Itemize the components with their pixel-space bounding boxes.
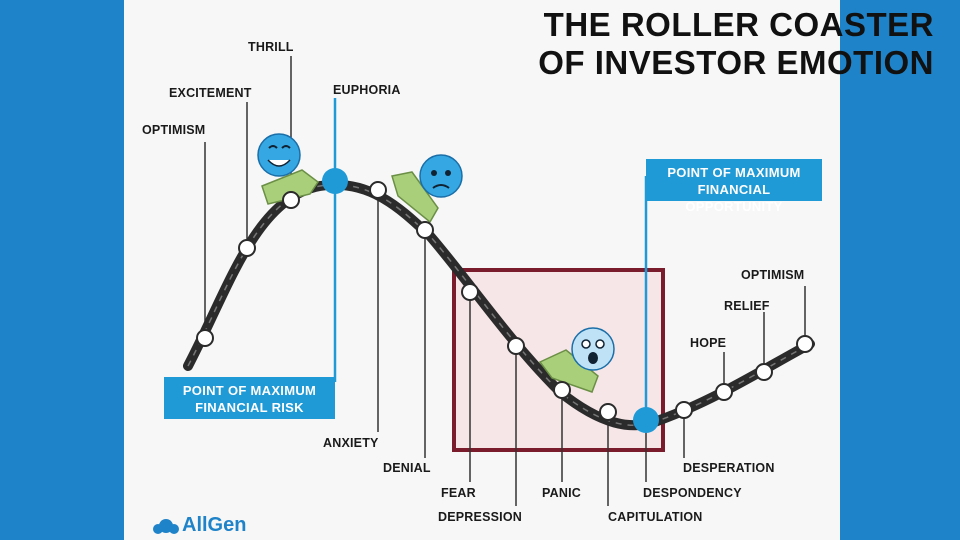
worried-face-icon: [419, 154, 463, 198]
label-denial: DENIAL: [383, 461, 431, 475]
scared-face-icon: [571, 327, 615, 371]
point-anxiety: [369, 181, 387, 199]
label-despondency: DESPONDENCY: [643, 486, 742, 500]
title-line-2: OF INVESTOR EMOTION: [538, 44, 934, 81]
label-panic: PANIC: [542, 486, 581, 500]
callout-max-risk-line-2: FINANCIAL RISK: [195, 400, 304, 415]
point-excitement: [238, 239, 256, 257]
point-desperation: [675, 401, 693, 419]
callout-max-opportunity: POINT OF MAXIMUM FINANCIAL OPPORTUNITY: [646, 159, 822, 214]
point-capitulation: [599, 403, 617, 421]
point-thrill: [282, 191, 300, 209]
label-excitement: EXCITEMENT: [169, 86, 252, 100]
point-optimism-end: [796, 335, 814, 353]
label-desperation: DESPERATION: [683, 461, 775, 475]
emotion-points: [196, 181, 814, 421]
point-despondency: [633, 407, 659, 433]
point-fear: [461, 283, 479, 301]
label-anxiety: ANXIETY: [323, 436, 379, 450]
label-thrill: THRILL: [248, 40, 294, 54]
label-capitulation: CAPITULATION: [608, 510, 703, 524]
coaster-car-panic: [538, 327, 615, 393]
point-optimism-start: [196, 329, 214, 347]
point-euphoria: [322, 168, 348, 194]
label-euphoria: EUPHORIA: [333, 83, 401, 97]
label-hope: HOPE: [690, 336, 727, 350]
title-line-1: THE ROLLER COASTER: [543, 6, 934, 43]
coaster-car-thrill: [257, 133, 320, 205]
label-fear: FEAR: [441, 486, 476, 500]
callout-max-risk-line-1: POINT OF MAXIMUM: [182, 383, 317, 398]
point-denial: [416, 221, 434, 239]
diagram-title: THE ROLLER COASTER OF INVESTOR EMOTION: [538, 6, 934, 82]
allgen-logo-text: AllGen: [182, 514, 247, 536]
callout-max-opportunity-line-2: FINANCIAL OPPORTUNITY: [685, 182, 783, 214]
label-relief: RELIEF: [724, 299, 770, 313]
point-relief: [755, 363, 773, 381]
point-panic: [553, 381, 571, 399]
callout-max-opportunity-line-1: POINT OF MAXIMUM: [667, 165, 801, 180]
happy-face-icon: [257, 133, 301, 177]
allgen-logo-icon: [153, 519, 179, 534]
coaster-car-anxiety: [391, 154, 463, 224]
callout-max-risk: POINT OF MAXIMUM FINANCIAL RISK: [164, 377, 335, 419]
label-optimism-start: OPTIMISM: [142, 123, 206, 137]
point-depression: [507, 337, 525, 355]
label-optimism-end: OPTIMISM: [741, 268, 805, 282]
point-hope: [715, 383, 733, 401]
label-depression: DEPRESSION: [438, 510, 522, 524]
